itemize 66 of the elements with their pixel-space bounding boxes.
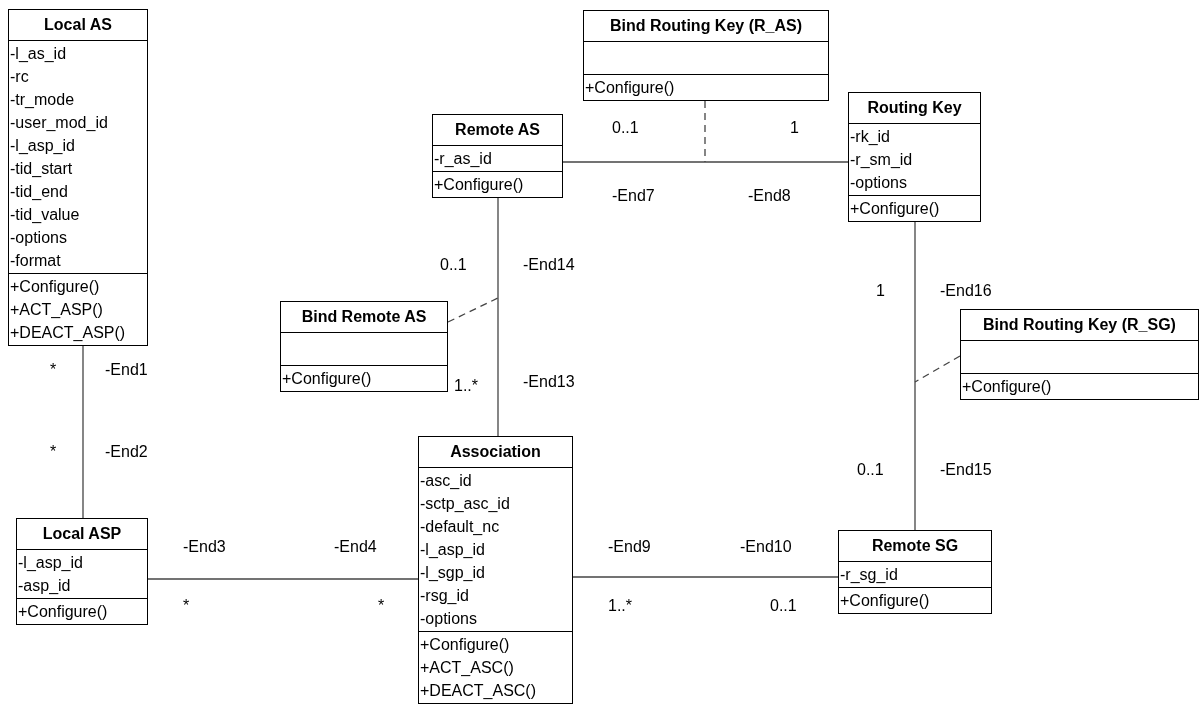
- association-line: [147, 578, 419, 580]
- operation-list: +Configure(): [585, 76, 675, 99]
- attribute-list: -r_sg_id: [840, 563, 898, 586]
- association-class-link: [704, 100, 706, 163]
- class-name: Bind Remote AS: [281, 302, 447, 333]
- attribute-list: -r_as_id: [434, 147, 492, 170]
- association-class-link: [914, 355, 961, 383]
- class-name: Local AS: [9, 10, 147, 41]
- association-end-label: 1..*: [608, 597, 632, 615]
- association-line: [82, 345, 84, 519]
- class-box: [583, 10, 829, 101]
- association-end-label: -End7: [612, 187, 655, 205]
- association-end-label: -End10: [740, 538, 792, 556]
- operation-list: +Configure(): [282, 367, 372, 390]
- association-end-label: 1: [790, 119, 799, 137]
- attribute-list: -asc_id -sctp_asc_id -default_nc -l_asp_id -l_sgp_id -rsg_id -options: [420, 469, 510, 630]
- class-box: [16, 518, 148, 625]
- association-line: [914, 221, 916, 531]
- class-name: Bind Routing Key (R_SG): [961, 310, 1198, 341]
- association-end-label: -End9: [608, 538, 651, 556]
- attribute-list: -l_asp_id -asp_id: [18, 551, 83, 597]
- association-end-label: -End3: [183, 538, 226, 556]
- class-box: [418, 436, 573, 704]
- class-name: Remote AS: [433, 115, 562, 146]
- association-end-label: 0..1: [612, 119, 639, 137]
- operation-list: +Configure() +ACT_ASP() +DEACT_ASP(): [10, 275, 126, 344]
- class-name: Remote SG: [839, 531, 991, 562]
- association-end-label: *: [50, 361, 57, 379]
- association-end-label: 0..1: [440, 256, 467, 274]
- class-box: [838, 530, 992, 614]
- association-end-label: -End2: [105, 443, 148, 461]
- operation-list: +Configure(): [962, 375, 1052, 398]
- operation-list: +Configure(): [18, 600, 108, 623]
- association-end-label: -End16: [940, 282, 992, 300]
- association-end-label: -End15: [940, 461, 992, 479]
- association-end-label: 1..*: [454, 377, 478, 395]
- association-end-label: *: [183, 597, 190, 615]
- association-end-label: *: [50, 443, 57, 461]
- attribute-list: -l_as_id -rc -tr_mode -user_mod_id -l_asp_id -tid_start -tid_end -tid_value -options -format: [10, 42, 108, 272]
- class-name: Local ASP: [17, 519, 147, 550]
- association-end-label: 0..1: [770, 597, 797, 615]
- operation-list: +Configure(): [434, 173, 524, 196]
- class-box: [280, 301, 448, 392]
- class-name: Bind Routing Key (R_AS): [584, 11, 828, 42]
- association-line: [497, 197, 499, 437]
- operation-list: +Configure(): [850, 197, 940, 220]
- association-end-label: -End8: [748, 187, 791, 205]
- association-end-label: -End4: [334, 538, 377, 556]
- association-end-label: *: [378, 597, 385, 615]
- operation-list: +Configure(): [840, 589, 930, 612]
- association-line: [562, 161, 849, 163]
- association-end-label: 0..1: [857, 461, 884, 479]
- association-end-label: -End13: [523, 373, 575, 391]
- association-end-label: 1: [876, 282, 885, 300]
- association-end-label: -End14: [523, 256, 575, 274]
- class-box: [960, 309, 1199, 400]
- operation-list: +Configure() +ACT_ASC() +DEACT_ASC(): [420, 633, 537, 702]
- association-line: [572, 576, 839, 578]
- association-end-label: -End1: [105, 361, 148, 379]
- association-class-link: [447, 297, 499, 323]
- class-box: [432, 114, 563, 198]
- class-name: Routing Key: [849, 93, 980, 124]
- class-name: Association: [419, 437, 572, 468]
- attribute-list: -rk_id -r_sm_id -options: [850, 125, 913, 194]
- class-box: [8, 9, 148, 346]
- class-box: [848, 92, 981, 222]
